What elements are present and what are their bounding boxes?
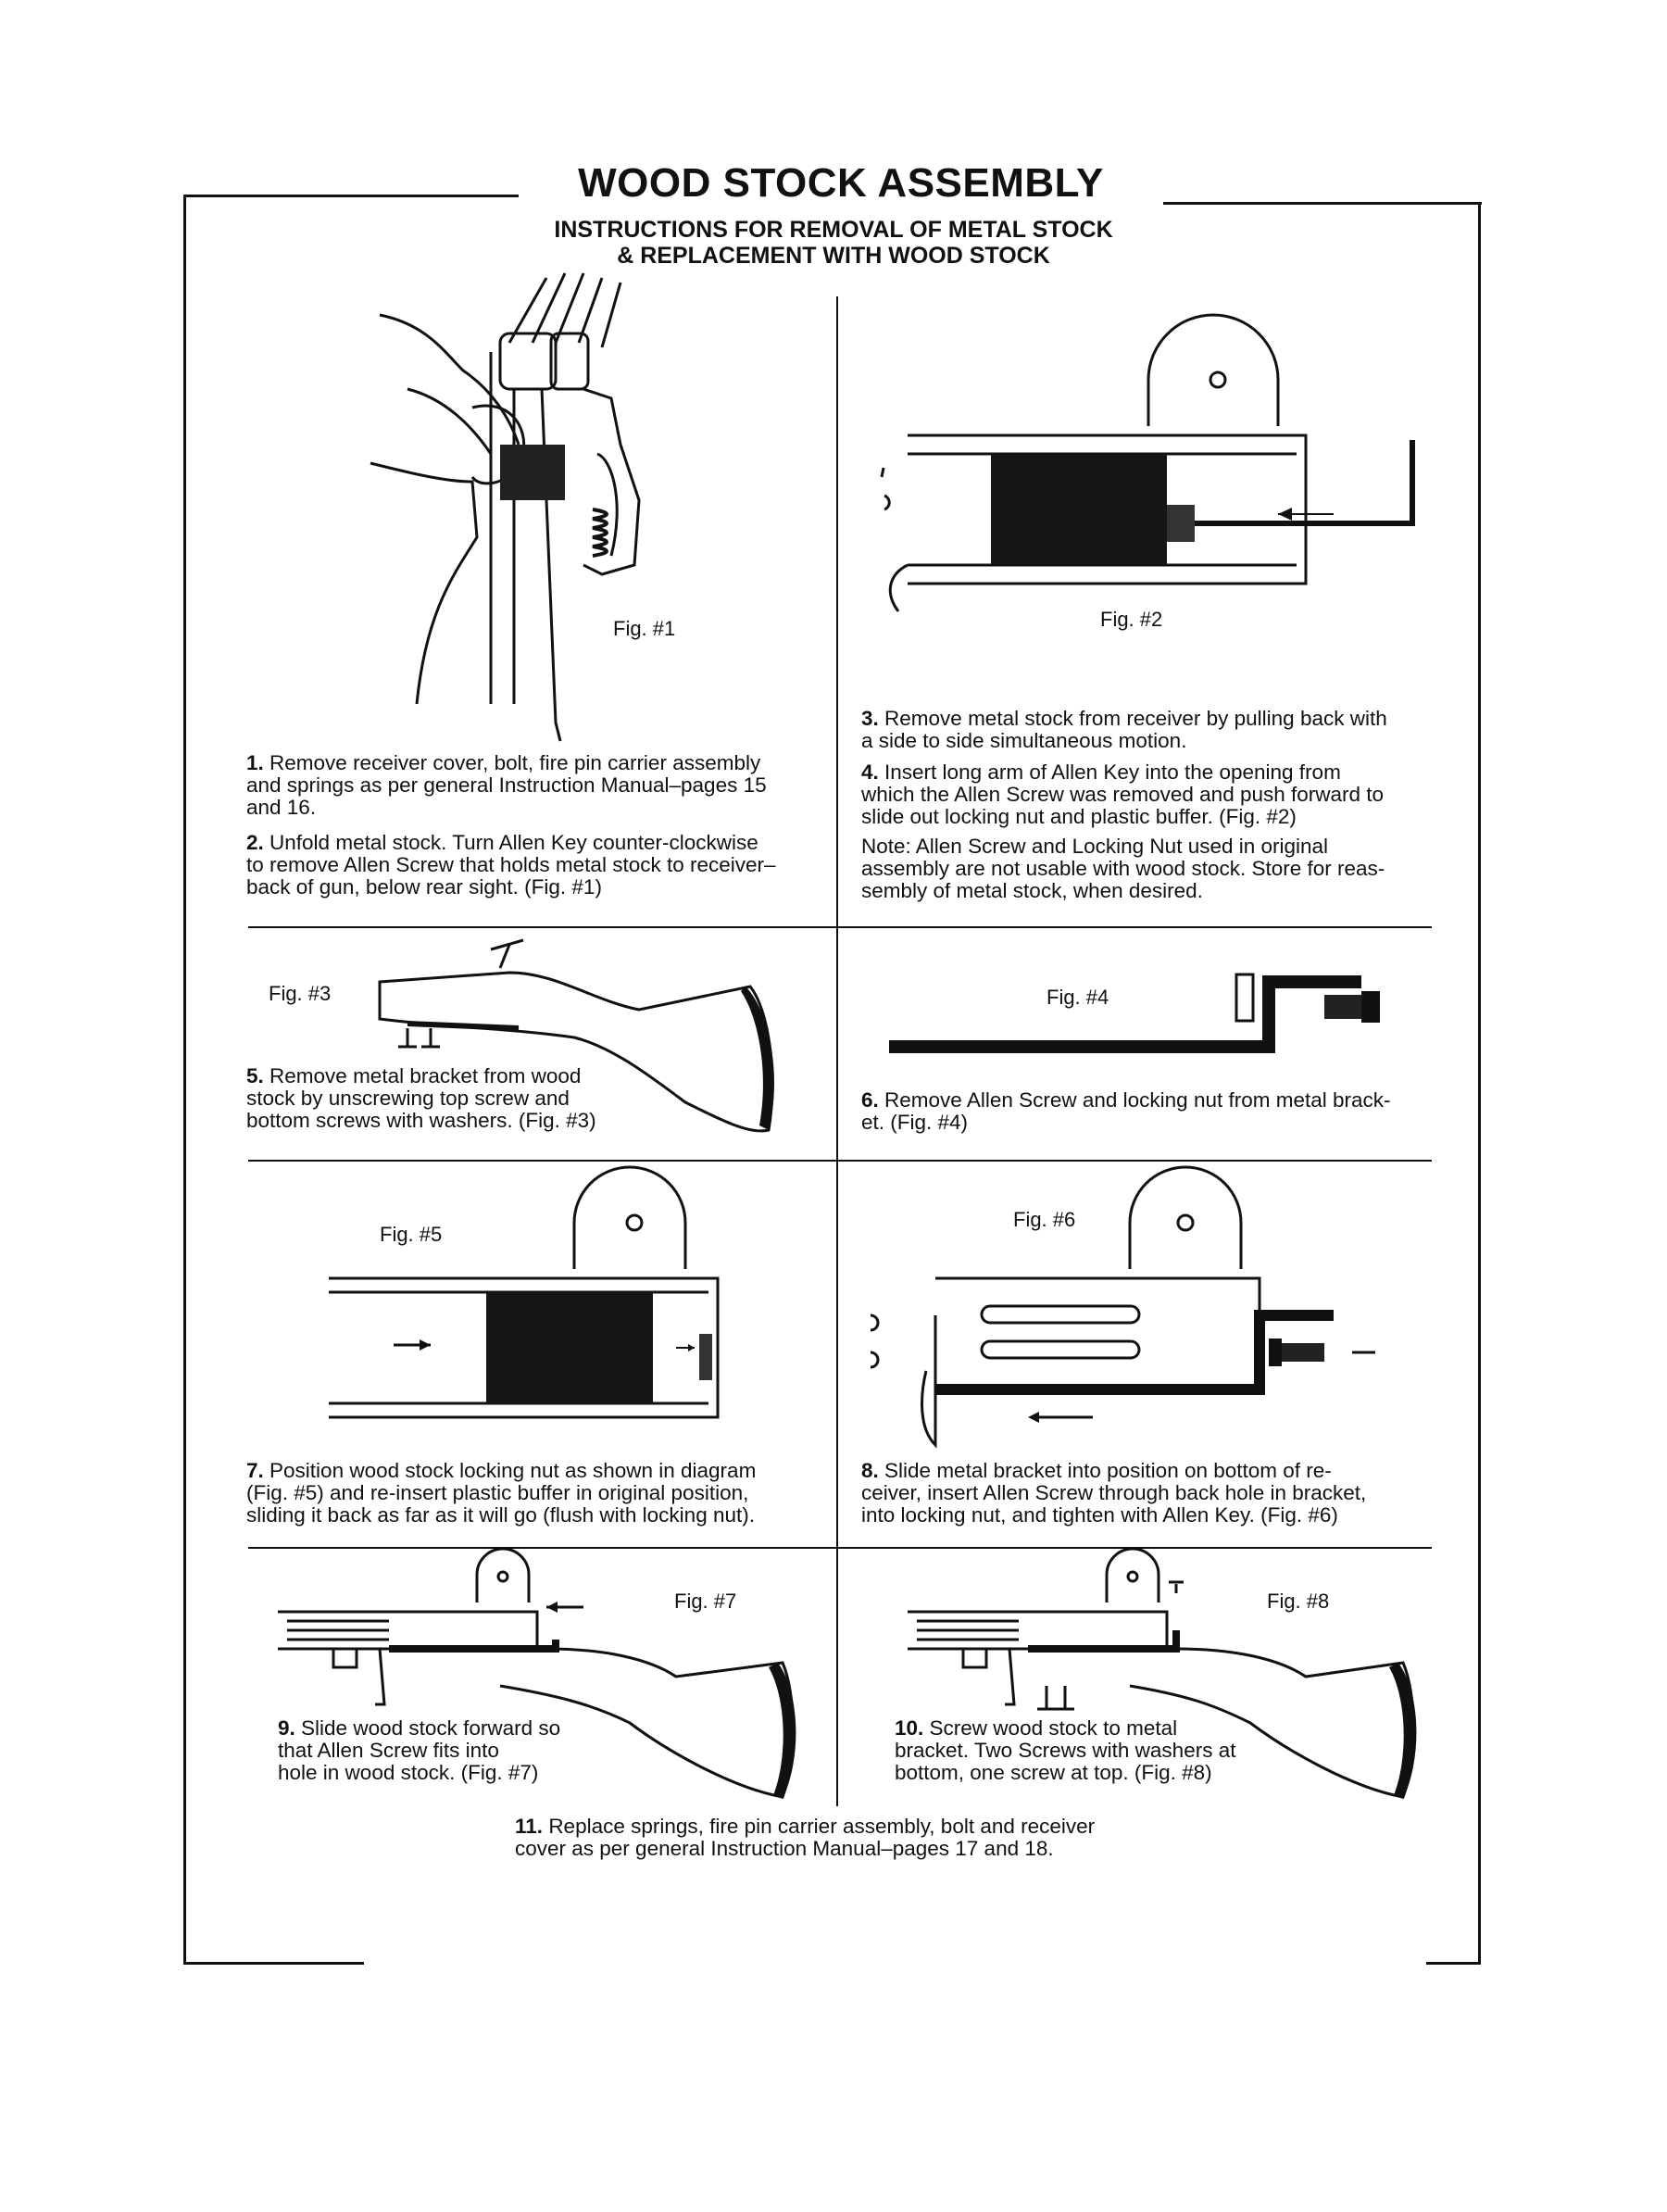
step-8: 8. Slide metal bracket into position on … (861, 1459, 1367, 1527)
fig-5-label: Fig. #5 (380, 1223, 443, 1246)
subtitle-line-2: & REPLACEMENT WITH WOOD STOCK (617, 243, 1050, 269)
frame-right (1478, 202, 1481, 1964)
fig-3-label: Fig. #3 (269, 982, 332, 1005)
step-7: 7. Position wood stock locking nut as sh… (246, 1459, 757, 1527)
frame-top-left (185, 195, 593, 197)
fig-4-illustration (889, 973, 1380, 1053)
row-divider-1 (248, 926, 1432, 928)
step-3: 3. Remove metal stock from receiver by p… (861, 707, 1387, 752)
page-title: WOOD STOCK ASSEMBLY (519, 159, 1163, 207)
step-4: 4. Insert long arm of Allen Key into the… (861, 760, 1385, 828)
fig-2-illustration (880, 313, 1415, 612)
fig-8-label: Fig. #8 (1267, 1590, 1330, 1613)
fig-6-label: Fig. #6 (1013, 1208, 1076, 1231)
column-divider (836, 296, 838, 1806)
fig-5-illustration (329, 1165, 720, 1419)
frame-bottom-left (183, 1962, 364, 1965)
step-9: 9. Slide wood stock forward so that Alle… (278, 1716, 561, 1784)
fig-1-label: Fig. #1 (613, 617, 676, 640)
fig-8-illustration (908, 1547, 1417, 1799)
page-subtitle: INSTRUCTIONS FOR REMOVAL OF METAL STOCK … (463, 217, 1204, 269)
step-2: 2. Unfold metal stock. Turn Allen Key co… (246, 831, 776, 899)
fig-7-label: Fig. #7 (674, 1590, 737, 1613)
fig-4-label: Fig. #4 (1047, 986, 1109, 1009)
fig-2-label: Fig. #2 (1100, 608, 1163, 631)
row-divider-3 (248, 1547, 1432, 1549)
subtitle-line-1: INSTRUCTIONS FOR REMOVAL OF METAL STOCK (554, 217, 1113, 243)
frame-bottom-right (1426, 1962, 1481, 1965)
step-5: 5. Remove metal bracket from wood stock … (246, 1064, 596, 1132)
frame-top-right (1074, 202, 1482, 205)
step-11: 11. Replace springs, fire pin carrier as… (515, 1815, 1096, 1860)
frame-left (183, 195, 186, 1964)
row-divider-2 (248, 1160, 1432, 1162)
step-6: 6. Remove Allen Screw and locking nut fr… (861, 1088, 1391, 1134)
fig-3-illustration (378, 938, 774, 1133)
fig-1-illustration (370, 272, 641, 742)
note: Note: Allen Screw and Locking Nut used i… (861, 835, 1385, 902)
fig-7-illustration (278, 1547, 796, 1799)
fig-6-illustration (870, 1165, 1375, 1449)
step-1: 1. Remove receiver cover, bolt, fire pin… (246, 751, 767, 819)
step-10: 10. Screw wood stock to metal bracket. T… (895, 1716, 1236, 1784)
